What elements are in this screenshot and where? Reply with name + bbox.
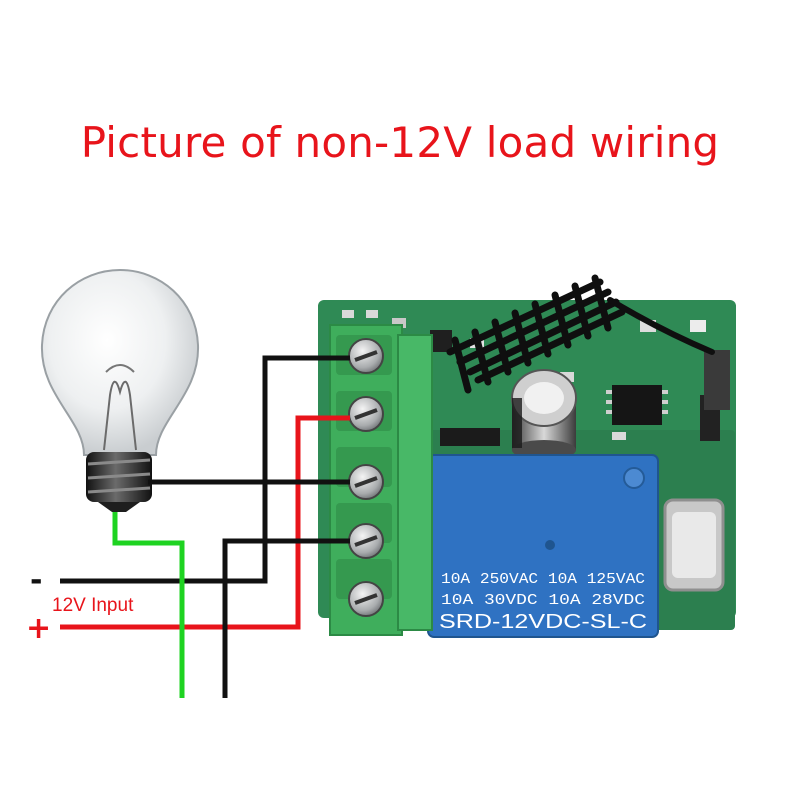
coiled-antenna xyxy=(446,274,715,394)
relay-model: SRD-12VDC-SL-C xyxy=(439,611,647,633)
terminal-screw-3 xyxy=(348,464,384,500)
input-minus-sign: - xyxy=(30,563,42,598)
relay: 10A 250VAC 10A 125VAC 10A 30VDC 10A 28VD… xyxy=(427,454,659,638)
wire-green-bulb xyxy=(112,512,185,698)
wire-black-load-return xyxy=(222,538,350,698)
wire-black-input-minus xyxy=(60,355,350,584)
diagram-title: Picture of non-12V load wiring xyxy=(80,118,720,167)
receiver-module: 10A 250VAC 10A 125VAC 10A 30VDC 10A 28VD… xyxy=(318,274,736,638)
input-label: 12V Input xyxy=(52,595,134,616)
antenna-module xyxy=(704,350,730,410)
relay-body xyxy=(427,454,659,638)
capacitor xyxy=(511,369,577,460)
light-bulb-icon xyxy=(40,268,200,512)
input-plus-sign: + xyxy=(26,611,51,646)
wires xyxy=(60,355,350,698)
relay-rating-line1: 10A 250VAC 10A 125VAC xyxy=(441,571,645,588)
ic-chip xyxy=(612,385,662,425)
bulb-glass xyxy=(40,268,200,456)
terminal-screw-2 xyxy=(348,396,384,432)
terminal-screw-5 xyxy=(348,581,384,617)
pcb-components xyxy=(342,310,730,592)
bulb-filament xyxy=(103,380,137,451)
terminal-screw-1 xyxy=(348,338,384,374)
wire-red-input-plus xyxy=(60,415,350,630)
relay-rating-line2: 10A 30VDC 10A 28VDC xyxy=(441,592,645,609)
terminal-screw-4 xyxy=(348,523,384,559)
